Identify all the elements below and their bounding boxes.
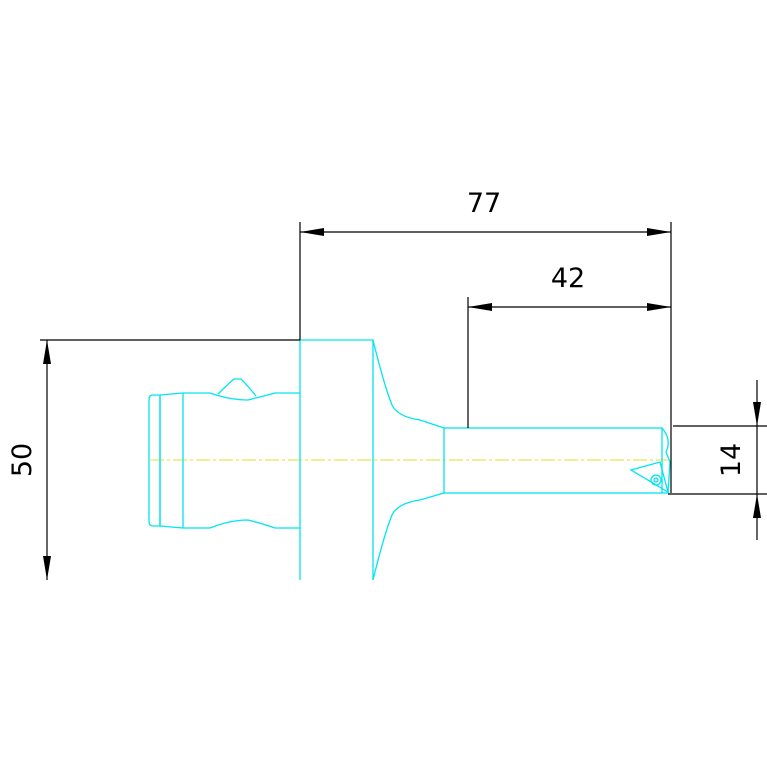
arrow-42-right xyxy=(647,303,671,311)
dimension-annotations: 77 42 50 14 xyxy=(7,188,767,580)
arrow-77-left xyxy=(300,228,324,236)
insert-screw-inner xyxy=(653,477,659,483)
cone-lower xyxy=(372,492,445,581)
insert-tip xyxy=(661,427,671,494)
arrow-77-right xyxy=(647,228,671,236)
arrow-14-top xyxy=(753,402,761,426)
flange xyxy=(299,339,374,580)
dim-label-77: 77 xyxy=(467,188,501,219)
cone-upper xyxy=(372,339,445,429)
shank-ridge xyxy=(217,378,257,397)
shank-end-cap xyxy=(148,394,161,527)
dim-label-50: 50 xyxy=(7,443,38,477)
arrow-14-bottom xyxy=(753,494,761,518)
dim-label-14: 14 xyxy=(716,443,747,477)
insert-screw xyxy=(650,474,662,486)
arrow-42-left xyxy=(468,303,492,311)
shank-body xyxy=(159,392,300,529)
arrow-50-bottom xyxy=(43,556,51,580)
insert-triangle xyxy=(629,461,670,494)
arrow-50-top xyxy=(43,340,51,364)
dim-label-42: 42 xyxy=(551,263,585,294)
boring-bar xyxy=(443,427,663,494)
tool-holder-outline xyxy=(148,339,671,581)
